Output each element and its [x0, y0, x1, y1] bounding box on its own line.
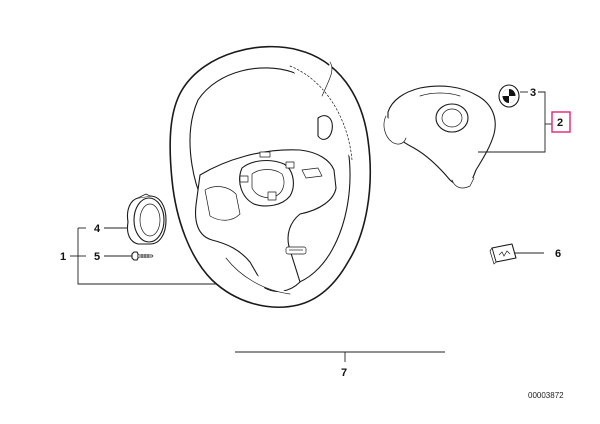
- m-badge-icon[interactable]: [489, 243, 517, 265]
- callout-2: 2: [557, 117, 563, 129]
- callout-6: 6: [555, 248, 561, 260]
- screw[interactable]: [131, 251, 154, 261]
- callout-2-highlight: [551, 111, 571, 133]
- leader-lines: [70, 91, 552, 362]
- steering-wheel[interactable]: [169, 45, 372, 308]
- callout-3: 3: [530, 87, 536, 99]
- callout-7: 7: [341, 367, 347, 379]
- document-number: 00003872: [528, 391, 564, 400]
- horn-cover[interactable]: [383, 85, 496, 189]
- roundel-emblem-icon[interactable]: [498, 84, 520, 108]
- callout-5: 5: [94, 251, 100, 263]
- callout-1: 1: [60, 251, 66, 263]
- callout-4: 4: [94, 223, 101, 235]
- bezel-ring[interactable]: [126, 193, 167, 245]
